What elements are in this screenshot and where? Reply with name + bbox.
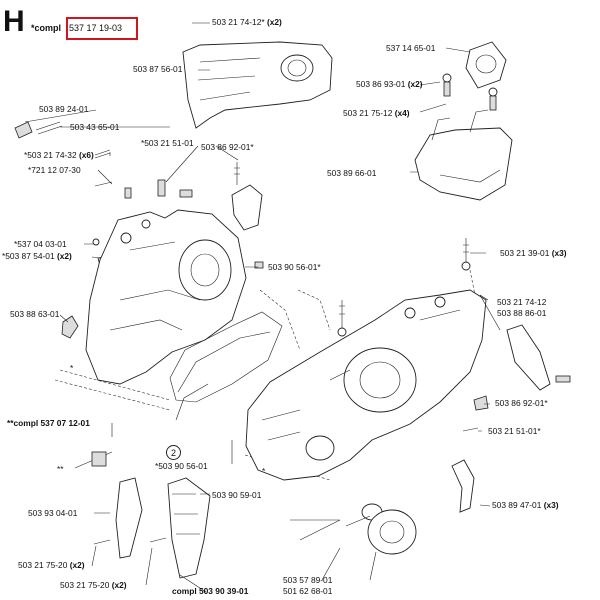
part-label: *503 90 56-01 [155,461,208,471]
part-label: 503 21 75-12 (x4) [343,108,410,118]
part-label: *503 87 54-01 (x2) [2,251,72,261]
part-label: * [70,363,74,373]
bracket-part [414,109,513,201]
part-label: 503 90 56-01* [268,262,321,272]
part-label: 503 86 93-01 (x2) [356,79,423,89]
part-label: 503 89 66-01 [327,168,377,178]
callout-marker: 2 [166,445,181,460]
part-label: *503 21 74-32 (x6) [24,150,94,160]
part-label: 503 43 65-01 [70,122,120,132]
part-label: 503 21 75-20 (x2) [60,580,127,590]
part-label: 503 21 39-01 (x3) [500,248,567,258]
highlight-box [66,17,138,40]
part-label: 537 14 65-01 [386,43,436,53]
part-label: 503 89 24-01 [39,104,89,114]
center-small-parts [157,162,471,337]
lower-left-parts [74,451,417,579]
filter-part [465,41,507,89]
part-label: * [262,466,266,476]
crankcase-right-part [245,289,487,481]
crankcase-left-part [85,209,247,385]
part-label: *537 04 03-01 [14,239,67,249]
part-label: compl 503 90 39-01 [172,586,249,596]
compl-prefix: *compl [31,23,62,33]
leader-lines [24,22,501,593]
grommet-parts [442,73,498,111]
part-label: **compl 537 07 12-01 [7,418,90,428]
part-label: 503 21 51-01* [488,426,541,436]
part-label: 503 21 74-12* (x2) [212,17,282,27]
part-label: *721 12 07-30 [28,165,81,175]
section-letter: H [3,5,25,38]
part-label: 503 86 92-01* [201,142,254,152]
part-label: 503 89 47-01 (x3) [492,500,559,510]
part-label: 503 21 75-20 (x2) [18,560,85,570]
part-label: 503 93 04-01 [28,508,78,518]
clutch-cover-part [182,41,333,129]
part-label: 503 57 89-01 [283,575,333,585]
part-label: 503 88 86-01 [497,308,547,318]
part-label: 503 86 92-01* [495,398,548,408]
part-label: ** [57,464,64,474]
part-label: 503 87 56-01 [133,64,183,74]
part-label: *503 21 51-01 [141,138,194,148]
part-label: 501 62 68-01 [283,586,333,596]
part-label: 503 90 59-01 [212,490,262,500]
right-side-parts [451,324,571,513]
compl-part-number: 537 17 19-03 [69,23,123,33]
part-label: 503 88 63-01 [10,309,60,319]
part-label: 503 21 74-12 [497,297,547,307]
